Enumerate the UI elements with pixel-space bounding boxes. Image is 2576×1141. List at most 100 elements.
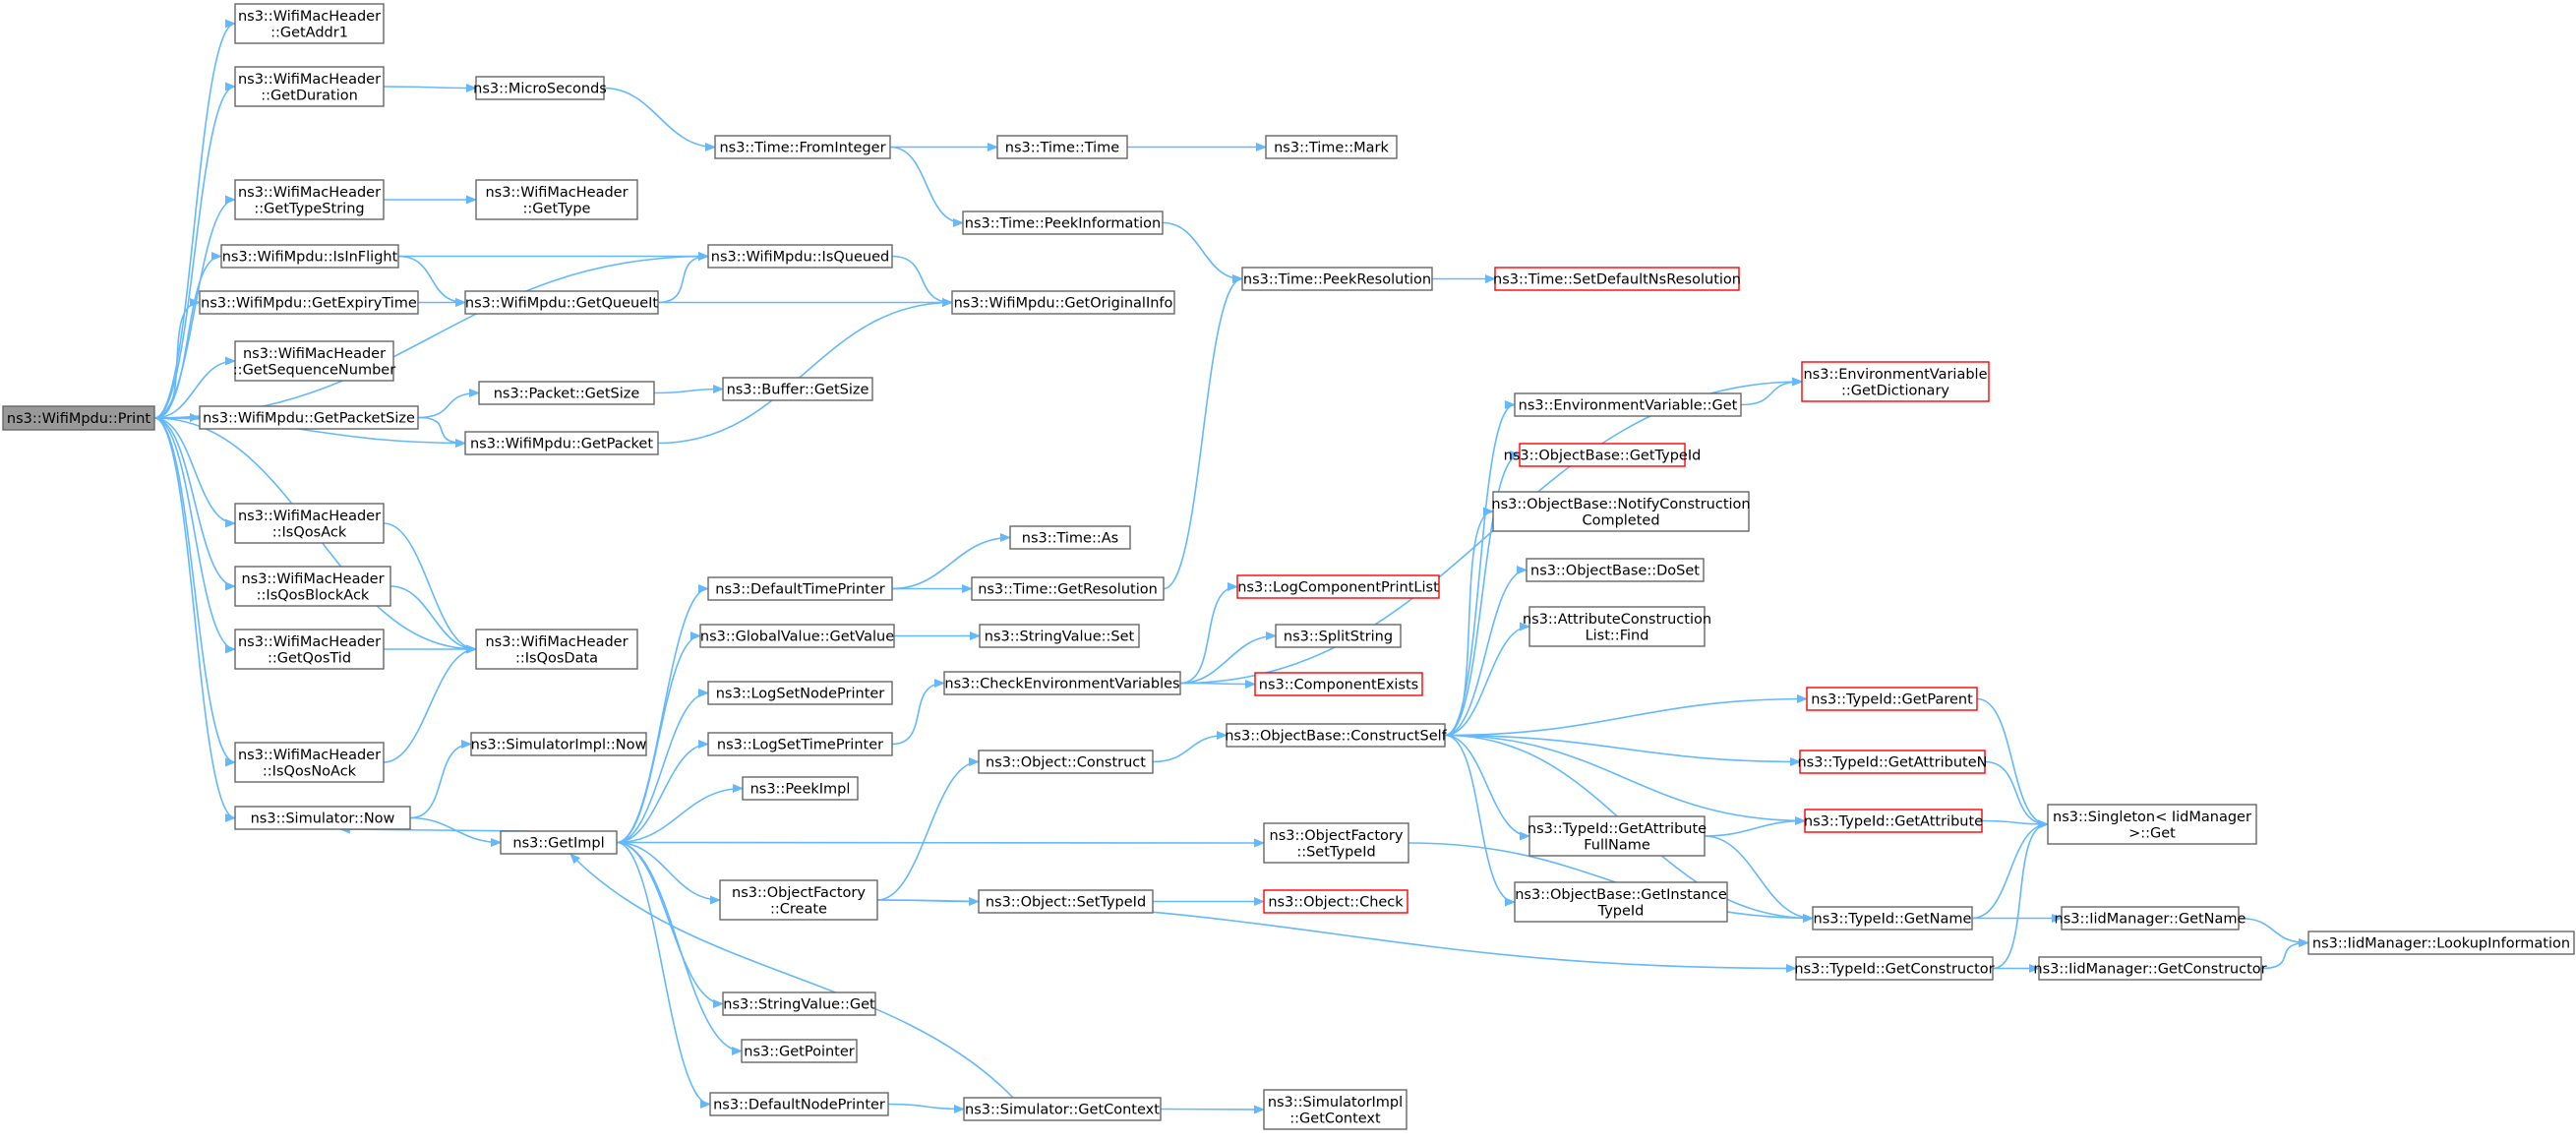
edge-n26-to-n25 [383, 644, 478, 763]
node-ns3-logsettimeprinter[interactable]: ns3::LogSetTimePrinter [707, 732, 893, 756]
node-ns3-wifimpdu-isqueued[interactable]: ns3::WifiMpdu::IsQueued [707, 244, 893, 269]
node-ns3-time-getresolution[interactable]: ns3::Time::GetResolution [971, 576, 1165, 601]
node-ns3-peekimpl[interactable]: ns3::PeekImpl [742, 776, 859, 801]
node-ns3-splitstring[interactable]: ns3::SplitString [1275, 624, 1402, 648]
node-label: ns3::LogComponentPrintList [1237, 580, 1439, 596]
node-ns3-wifimpdu-getpacket[interactable]: ns3::WifiMpdu::GetPacket [464, 431, 659, 455]
node-label: ns3::CheckEnvironmentVariables [944, 677, 1179, 692]
node-ns3-objectfactory-settypeid[interactable]: ns3::ObjectFactory::SetTypeId [1263, 822, 1409, 864]
node-label: ns3::StringValue::Set [985, 630, 1135, 645]
node-ns3-wifimpdu-isinflight[interactable]: ns3::WifiMpdu::IsInFlight [220, 244, 399, 269]
node-ns3-simulatorimpl-getcontext[interactable]: ns3::SimulatorImpl::GetContext [1263, 1089, 1408, 1130]
node-ns3-iidmanager-lookupinformation[interactable]: ns3::IidManager::LookupInformation [2307, 931, 2575, 955]
edge-n13-to-n16 [891, 255, 954, 307]
node-ns3-time-peekinformation[interactable]: ns3::Time::PeekInformation [962, 210, 1164, 235]
node-ns3-singleton-iidmanager-get[interactable]: ns3::Singleton< IidManager>::Get [2047, 804, 2257, 845]
node-ns3-microseconds[interactable]: ns3::MicroSeconds [473, 76, 607, 100]
node-ns3-wifimpdu-getoriginalinfo[interactable]: ns3::WifiMpdu::GetOriginalInfo [951, 290, 1175, 315]
node-label: ns3::TypeId::GetAttribute [1804, 814, 1983, 830]
node-ns3-wifimacheader-gettypestring[interactable]: ns3::WifiMacHeader::GetTypeString [234, 179, 385, 220]
node-ns3-wifimpdu-getqueueit[interactable]: ns3::WifiMpdu::GetQueueIt [464, 290, 659, 315]
node-box [1265, 135, 1398, 159]
node-ns3-typeid-getattributen[interactable]: ns3::TypeId::GetAttributeN [1797, 750, 1988, 774]
node-ns3-wifimacheader-isqosack[interactable]: ns3::WifiMacHeader::IsQosAck [234, 503, 385, 544]
node-box [2061, 906, 2240, 931]
node-ns3-environmentvariable-get[interactable]: ns3::EnvironmentVariable::Get [1514, 392, 1742, 417]
node-ns3-buffer-getsize[interactable]: ns3::Buffer::GetSize [722, 377, 873, 401]
node-ns3-objectbase-gettypeid[interactable]: ns3::ObjectBase::GetTypeId [1504, 443, 1702, 467]
node-ns3-wifimpdu-getpacketsize[interactable]: ns3::WifiMpdu::GetPacketSize [199, 405, 419, 430]
node-ns3-objectbase-notifyconstruction-completed[interactable]: ns3::ObjectBase::NotifyConstructionCompl… [1491, 491, 1751, 532]
node-box [707, 576, 893, 601]
node-box [1795, 956, 1994, 981]
edge-n37-to-n48 [1179, 582, 1239, 685]
node-ns3-logsetnodeprinter[interactable]: ns3::LogSetNodePrinter [707, 681, 893, 705]
node-label: ns3::WifiMpdu::Print [7, 411, 150, 427]
node-ns3-object-construct[interactable]: ns3::Object::Construct [978, 750, 1154, 774]
node-ns3-simulator-now[interactable]: ns3::Simulator::Now [234, 806, 411, 830]
node-ns3-wifimpdu-print[interactable]: ns3::WifiMpdu::Print [2, 405, 155, 431]
node-ns3-wifimacheader-isqosnoack[interactable]: ns3::WifiMacHeader::IsQosNoAck [234, 742, 385, 783]
node-ns3-time-as[interactable]: ns3::Time::As [1009, 525, 1131, 550]
node-ns3-object-check[interactable]: ns3::Object::Check [1263, 889, 1408, 914]
node-ns3-stringvalue-get[interactable]: ns3::StringValue::Get [722, 991, 876, 1016]
node-ns3-iidmanager-getname[interactable]: ns3::IidManager::GetName [2055, 906, 2247, 931]
node-ns3-getimpl[interactable]: ns3::GetImpl [500, 830, 618, 855]
node-ns3-wifimacheader-getaddr1[interactable]: ns3::WifiMacHeader::GetAddr1 [234, 3, 385, 44]
node-box [234, 742, 385, 783]
node-ns3-simulatorimpl-now[interactable]: ns3::SimulatorImpl::Now [470, 732, 647, 756]
edge-n29-to-n36 [616, 740, 710, 844]
node-ns3-wifimacheader-getduration[interactable]: ns3::WifiMacHeader::GetDuration [234, 66, 385, 107]
node-box [234, 629, 385, 670]
node-ns3-object-settypeid[interactable]: ns3::Object::SetTypeId [978, 889, 1154, 914]
node-box [714, 135, 891, 159]
node-ns3-time-frominteger[interactable]: ns3::Time::FromInteger [714, 135, 891, 159]
node-ns3-defaultnodeprinter[interactable]: ns3::DefaultNodePrinter [709, 1092, 889, 1116]
node-label: ns3::TypeId::GetAttributeN [1797, 755, 1987, 771]
node-label: ns3::Simulator::Now [251, 811, 395, 827]
node-ns3-wifimacheader-getqostid[interactable]: ns3::WifiMacHeader::GetQosTid [234, 629, 385, 670]
node-box [1528, 606, 1706, 647]
node-ns3-time-peekresolution[interactable]: ns3::Time::PeekResolution [1241, 267, 1433, 291]
node-ns3-defaulttimeprinter[interactable]: ns3::DefaultTimePrinter [707, 576, 893, 601]
node-label: ns3::WifiMacHeader [238, 634, 381, 650]
node-ns3-wifimpdu-getexpirytime[interactable]: ns3::WifiMpdu::GetExpiryTime [199, 290, 419, 315]
node-ns3-componentexists[interactable]: ns3::ComponentExists [1254, 672, 1423, 696]
node-ns3-packet-getsize[interactable]: ns3::Packet::GetSize [478, 381, 655, 405]
node-ns3-wifimacheader-gettype[interactable]: ns3::WifiMacHeader::GetType [475, 179, 638, 220]
node-ns3-wifimacheader-isqosblockack[interactable]: ns3::WifiMacHeader::IsQosBlockAck [234, 566, 391, 607]
node-ns3-objectfactory-create[interactable]: ns3::ObjectFactory::Create [719, 879, 878, 921]
node-ns3-objectbase-doset[interactable]: ns3::ObjectBase::DoSet [1526, 558, 1705, 582]
node-ns3-typeid-getname[interactable]: ns3::TypeId::GetName [1812, 906, 1973, 931]
edge-n0-to-n2 [153, 82, 237, 419]
node-label: Completed [1582, 512, 1659, 528]
node-ns3-wifimacheader-getsequencenumber[interactable]: ns3::WifiMacHeader::GetSequenceNumber [233, 340, 395, 382]
node-ns3-objectbase-constructself[interactable]: ns3::ObjectBase::ConstructSelf [1225, 723, 1448, 748]
node-ns3-globalvalue-getvalue[interactable]: ns3::GlobalValue::GetValue [699, 624, 895, 648]
node-ns3-checkenvironmentvariables[interactable]: ns3::CheckEnvironmentVariables [943, 671, 1181, 695]
node-ns3-time-mark[interactable]: ns3::Time::Mark [1265, 135, 1398, 159]
node-label: ns3::EnvironmentVariable [1803, 367, 1987, 383]
node-ns3-stringvalue-set[interactable]: ns3::StringValue::Set [979, 624, 1140, 648]
node-label: ns3::ObjectBase::GetTypeId [1504, 449, 1702, 464]
node-ns3-environmentvariable-getdictionary[interactable]: ns3::EnvironmentVariable::GetDictionary [1801, 361, 1990, 402]
node-label: ns3::SplitString [1284, 630, 1393, 645]
node-ns3-simulator-getcontext[interactable]: ns3::Simulator::GetContext [963, 1097, 1162, 1121]
node-label: ns3::WifiMacHeader [238, 185, 381, 201]
node-ns3-wifimacheader-isqosdata[interactable]: ns3::WifiMacHeader::IsQosData [475, 629, 638, 670]
node-ns3-getpointer[interactable]: ns3::GetPointer [741, 1039, 858, 1063]
node-ns3-typeid-getconstructor[interactable]: ns3::TypeId::GetConstructor [1794, 956, 1995, 981]
node-ns3-typeid-getattribute[interactable]: ns3::TypeId::GetAttribute [1804, 809, 1983, 833]
node-ns3-logcomponentprintlist[interactable]: ns3::LogComponentPrintList [1236, 574, 1440, 599]
node-ns3-time-time[interactable]: ns3::Time::Time [996, 135, 1128, 159]
node-box [1263, 822, 1409, 864]
node-box [234, 503, 385, 544]
node-ns3-iidmanager-getconstructor[interactable]: ns3::IidManager::GetConstructor [2033, 956, 2267, 981]
node-ns3-typeid-getparent[interactable]: ns3::TypeId::GetParent [1806, 687, 1978, 711]
edge-n29-to-n39 [616, 841, 722, 905]
node-ns3-time-setdefaultnsresolution[interactable]: ns3::Time::SetDefaultNsResolution [1493, 267, 1741, 291]
node-box [1812, 906, 1973, 931]
